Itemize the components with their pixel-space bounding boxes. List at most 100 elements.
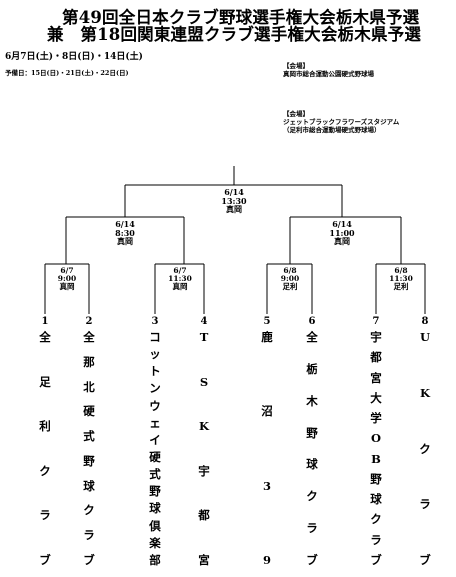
venue-block-2: 【会場】 ジェットブラックフラワーズスタジアム （足利市総合運動場硬式野球場） [283, 110, 399, 134]
team-name-char: 都 [198, 508, 210, 523]
team-name: 全栃木野球クラブ [304, 331, 320, 566]
team-name-char: 野 [83, 453, 95, 468]
team-name-char: 球 [149, 501, 161, 516]
match-date: 6/8 [394, 266, 408, 275]
team-name: コットンウェイ硬式野球倶楽部 [147, 331, 163, 566]
match-date: 6/7 [173, 266, 187, 275]
team-name-char: 式 [83, 429, 95, 444]
match-round1-2: 6/7 11:30 真岡 [155, 267, 205, 291]
spare-days: 予備日：15日(日)・21日(土)・22日(日) [5, 69, 129, 77]
team-name-char: イ [149, 432, 161, 447]
team-name-char: ブ [39, 552, 51, 567]
team-name-char: 球 [306, 457, 318, 472]
team-name-char: 木 [306, 393, 318, 408]
match-venue: 真岡 [117, 236, 133, 246]
team-name-char: 栃 [306, 361, 318, 376]
team-name-char: 球 [83, 478, 95, 493]
team-number: 1 [41, 316, 49, 327]
team-name-char: 宮 [198, 552, 210, 567]
match-time: 11:00 [329, 227, 355, 238]
venue-block-1: 【会場】 真岡市総合運動公園硬式野球場 [283, 62, 374, 78]
match-round1-4: 6/8 11:30 足利 [376, 267, 426, 291]
team-number: 5 [263, 316, 271, 327]
team-name-char: 大 [370, 390, 382, 405]
team-number: 7 [372, 316, 380, 327]
team-name-char: O [370, 431, 382, 446]
team-name-char: 部 [149, 552, 161, 567]
team-name-char: 3 [262, 478, 271, 493]
team-name-char: K [199, 419, 209, 434]
team-name-char: ク [370, 512, 382, 527]
team-name-char: 宇 [198, 463, 210, 478]
team-name-char: ブ [370, 552, 382, 567]
team-name-char: ク [419, 441, 431, 456]
team-name-char: ト [149, 364, 161, 379]
team-name-char: 北 [83, 379, 95, 394]
team-name-char: ブ [306, 552, 318, 567]
team-name-char: 学 [370, 411, 382, 426]
team-name-char: B [371, 451, 381, 466]
match-date: 6/8 [283, 266, 297, 275]
team-name-char: U [419, 330, 431, 344]
title-line-2: 兼 第18回関東連盟クラブ選手権大会栃木県予選 [47, 25, 422, 44]
team-name-char: 那 [83, 354, 95, 369]
team-number: 6 [308, 316, 316, 327]
team-name-char: ク [39, 463, 51, 478]
team-number: 3 [151, 316, 159, 327]
team-name-char: 利 [39, 419, 51, 434]
team-name-char: 全 [39, 330, 51, 344]
venue-detail: （足利市総合運動場硬式野球場） [283, 126, 381, 134]
team-number: 8 [421, 316, 429, 327]
match-date: 6/7 [60, 266, 74, 275]
match-time: 13:30 [221, 195, 247, 206]
team-name-char: ェ [149, 415, 161, 430]
match-final: 6/14 13:30 真岡 [204, 188, 264, 214]
title-line-1: 第49回全日本クラブ野球選手権大会栃木県予選 [62, 8, 420, 27]
team-name-char: 倶 [149, 518, 161, 533]
team-name-char: 全 [83, 330, 95, 344]
match-date: 6/14 [224, 187, 244, 197]
match-venue: 真岡 [172, 282, 188, 291]
team-name-char: ウ [149, 398, 161, 413]
match-date: 6/14 [332, 219, 352, 229]
team-name-char: S [199, 374, 209, 389]
team-name-char: 宮 [370, 370, 382, 385]
team-name-char: ラ [370, 532, 382, 547]
team-name: 全那北硬式野球クラブ [81, 331, 97, 566]
team-name-char: ラ [306, 521, 318, 536]
team-name-char: ブ [419, 553, 431, 567]
venue-label: 【会場】 [283, 62, 309, 70]
team-number: 4 [200, 316, 208, 327]
match-time: 8:30 [115, 227, 135, 238]
venue-name: ジェットブラックフラワーズスタジアム [283, 118, 400, 126]
match-venue: 足利 [393, 282, 409, 291]
team-name-char: ッ [149, 347, 161, 362]
team-name-char: ブ [83, 552, 95, 567]
match-venue: 真岡 [226, 204, 242, 214]
team-name-char: コ [149, 330, 161, 344]
team-name-char: ク [306, 489, 318, 504]
team-name-char: ン [149, 381, 161, 396]
match-round1-3: 6/8 9:00 足利 [265, 267, 315, 291]
match-date: 6/14 [115, 219, 135, 229]
team-name-char: ラ [419, 497, 431, 512]
team-name-char: 沼 [261, 404, 273, 419]
match-venue: 真岡 [334, 236, 350, 246]
match-semi-right: 6/14 11:00 真岡 [312, 220, 372, 246]
venue-label: 【会場】 [283, 110, 309, 118]
match-round1-1: 6/7 9:00 真岡 [42, 267, 92, 291]
team-name: 全足利クラブ [37, 331, 53, 566]
team-name-char: 足 [39, 374, 51, 389]
team-name-char: 都 [370, 350, 382, 365]
team-name-char: 9 [262, 552, 271, 567]
team-name-char: T [199, 330, 209, 344]
team-name-char: 野 [149, 484, 161, 499]
team-name-char: ラ [83, 528, 95, 543]
team-name-char: 式 [149, 467, 161, 482]
team-number: 2 [85, 316, 93, 327]
team-name-char: 全 [306, 330, 318, 344]
match-semi-left: 6/14 8:30 真岡 [95, 220, 155, 246]
team-name-char: ク [83, 503, 95, 518]
